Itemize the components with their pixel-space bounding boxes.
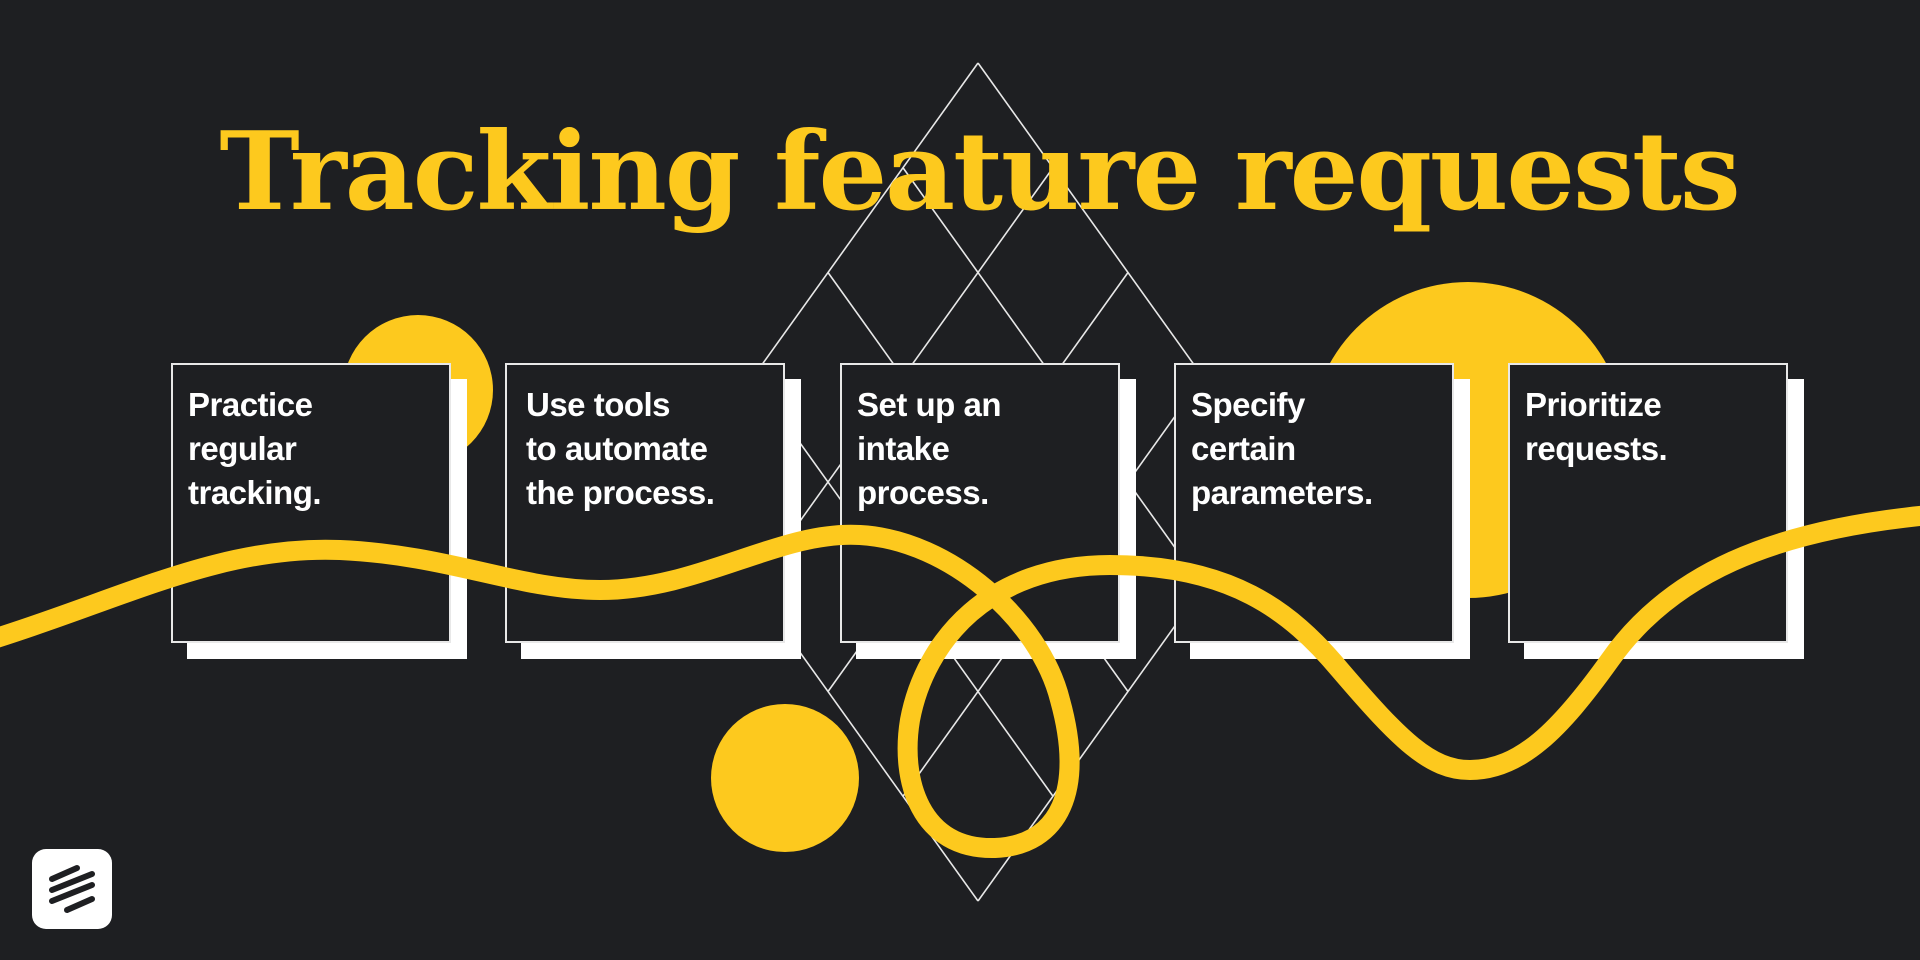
card-body: Practice regular tracking. — [171, 363, 451, 643]
card-body: Specify certain parameters. — [1174, 363, 1454, 643]
step-text: Use tools to automate the process. — [526, 386, 715, 511]
step-text: Set up an intake process. — [857, 386, 1002, 511]
step-card: Prioritize requests. — [1508, 363, 1804, 659]
step-card: Specify certain parameters. — [1174, 363, 1470, 659]
step-card: Set up an intake process. — [840, 363, 1136, 659]
card-body: Set up an intake process. — [840, 363, 1120, 643]
page-title: Tracking feature requests — [219, 109, 1740, 235]
accent-circle-bottom — [711, 704, 859, 852]
step-card: Practice regular tracking. — [171, 363, 467, 659]
step-text: Practice regular tracking. — [188, 386, 322, 511]
brand-logo — [32, 849, 112, 929]
step-card: Use tools to automate the process. — [505, 363, 801, 659]
step-text: Specify certain parameters. — [1191, 386, 1373, 511]
card-body: Prioritize requests. — [1508, 363, 1788, 643]
card-body: Use tools to automate the process. — [505, 363, 785, 643]
stacked-lines-icon — [49, 865, 95, 913]
step-text: Prioritize requests. — [1525, 386, 1668, 467]
